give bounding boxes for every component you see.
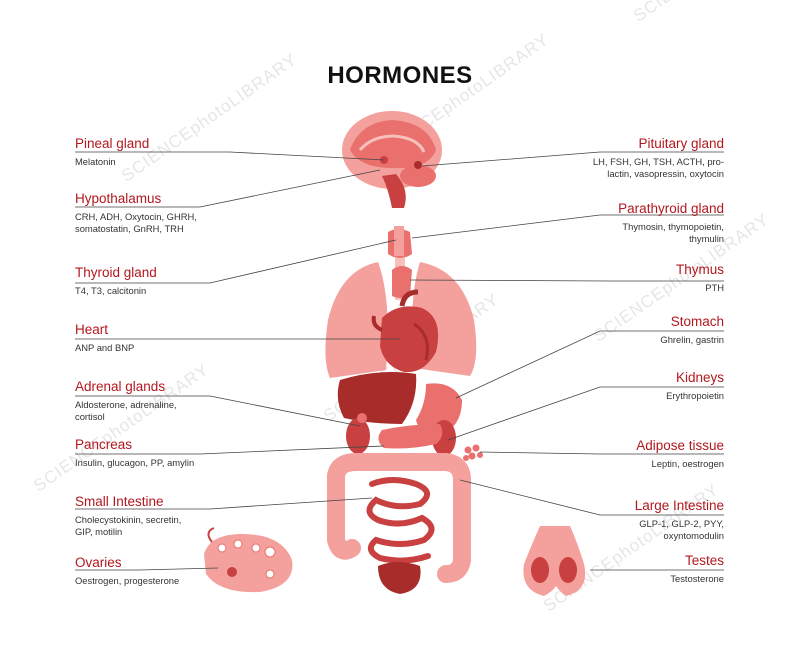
bladder-icon	[378, 562, 421, 594]
hormone-line: lactin, vasopressin, oxytocin	[607, 168, 724, 179]
label-pituitary-gland: Pituitary gland LH, FSH, GH, TSH, ACTH, …	[593, 135, 724, 180]
thymus-name: Thymus	[675, 262, 724, 277]
thyroid-gland-hormones: T4, T3, calcitonin	[75, 285, 157, 297]
hormone-line: oxyntomodulin	[663, 530, 724, 541]
hormone-line: T4, T3, calcitonin	[75, 285, 147, 296]
pancreas-name: Pancreas	[75, 437, 133, 452]
hormone-line: Testosterone	[670, 573, 724, 584]
hormone-line: ANP and BNP	[75, 342, 135, 353]
hormone-line: Insulin, glucagon, PP, amylin	[75, 457, 195, 468]
large-intestine-hormones: GLP-1, GLP-2, PYY, oxyntomodulin	[635, 518, 724, 542]
hormone-line: Ghrelin, gastrin	[660, 334, 724, 345]
large-intestine-icon	[327, 453, 471, 583]
hormone-line: PTH	[705, 282, 724, 293]
hormone-line: GIP, motilin	[75, 526, 123, 537]
hormone-line: Erythropoietin	[666, 390, 724, 401]
hypothalamus-name: Hypothalamus	[75, 191, 162, 206]
heart-icon	[371, 289, 439, 373]
hormone-line: Aldosterone, adrenaline,	[75, 399, 177, 410]
pituitary-gland-hormones: LH, FSH, GH, TSH, ACTH, pro- lactin, vas…	[593, 156, 724, 180]
label-hypothalamus: Hypothalamus CRH, ADH, Oxytocin, GHRH, s…	[75, 190, 197, 235]
adipose-tissue-icon	[463, 444, 483, 461]
adrenal-glands-name: Adrenal glands	[75, 379, 166, 394]
thymus-hormones: PTH	[676, 282, 724, 294]
label-adipose-tissue: Adipose tissue Leptin, oestrogen	[636, 437, 724, 470]
hormone-line: Leptin, oestrogen	[651, 458, 724, 469]
adipose-tissue-hormones: Leptin, oestrogen	[636, 458, 724, 470]
parathyroid-gland-hormones: Thymosin, thymopoietin, thymulin	[618, 221, 724, 245]
pancreas-icon	[378, 424, 443, 449]
pituitary-gland-icon	[414, 161, 422, 169]
hormone-line: CRH, ADH, Oxytocin, GHRH,	[75, 211, 197, 222]
stomach-icon	[416, 383, 462, 436]
hormone-line: LH, FSH, GH, TSH, ACTH, pro-	[592, 156, 724, 167]
hormone-line: Cholecystokinin, secretin,	[75, 514, 182, 525]
small-intestine-name: Small Intestine	[75, 494, 164, 509]
page-title: HORMONES	[327, 62, 473, 89]
label-ovaries: Ovaries Oestrogen, progesterone	[75, 554, 179, 587]
label-heart: Heart ANP and BNP	[75, 321, 134, 354]
hormone-line: GLP-1, GLP-2, PYY,	[639, 518, 724, 529]
label-parathyroid-gland: Parathyroid gland Thymosin, thymopoietin…	[618, 200, 724, 245]
liver-icon	[337, 372, 417, 424]
label-pineal-gland: Pineal gland Melatonin	[75, 135, 149, 168]
thyroid-icon	[388, 226, 412, 258]
stomach-name: Stomach	[670, 314, 724, 329]
label-large-intestine: Large Intestine GLP-1, GLP-2, PYY, oxynt…	[635, 497, 724, 542]
adrenal-gland-icon	[357, 413, 367, 423]
ovaries-name: Ovaries	[75, 555, 122, 570]
thymus-icon	[392, 266, 412, 298]
hormone-line: thymulin	[689, 233, 724, 244]
label-pancreas: Pancreas Insulin, glucagon, PP, amylin	[75, 436, 194, 469]
thyroid-gland-name: Thyroid gland	[75, 265, 157, 280]
parathyroid-gland-name: Parathyroid gland	[618, 201, 724, 216]
small-intestine-icon	[366, 477, 435, 564]
hormone-line: cortisol	[75, 411, 105, 422]
stomach-hormones: Ghrelin, gastrin	[660, 334, 724, 346]
testes-name: Testes	[684, 553, 724, 568]
kidneys-hormones: Erythropoietin	[666, 390, 724, 402]
pituitary-gland-name: Pituitary gland	[638, 136, 724, 151]
testes-hormones: Testosterone	[670, 573, 724, 585]
testes-icon	[523, 526, 586, 596]
hormone-line: Thymosin, thymopoietin,	[622, 221, 724, 232]
pancreas-hormones: Insulin, glucagon, PP, amylin	[75, 457, 194, 469]
hormone-line: Melatonin	[75, 156, 116, 167]
label-kidneys: Kidneys Erythropoietin	[666, 369, 724, 402]
label-thymus: Thymus PTH	[676, 261, 724, 294]
kidneys-name: Kidneys	[675, 370, 724, 385]
label-testes: Testes Testosterone	[670, 552, 724, 585]
heart-name: Heart	[75, 322, 109, 337]
kidney-left-icon	[346, 418, 370, 454]
label-small-intestine: Small Intestine Cholecystokinin, secreti…	[75, 493, 181, 538]
large-intestine-icon	[327, 467, 361, 560]
hormone-line: Oestrogen, progesterone	[75, 575, 180, 586]
leader-lines	[75, 151, 724, 571]
small-intestine-hormones: Cholecystokinin, secretin, GIP, motilin	[75, 514, 181, 538]
label-stomach: Stomach Ghrelin, gastrin	[660, 313, 724, 346]
heart-hormones: ANP and BNP	[75, 342, 134, 354]
adrenal-glands-hormones: Aldosterone, adrenaline, cortisol	[75, 399, 177, 423]
label-adrenal-glands: Adrenal glands Aldosterone, adrenaline, …	[75, 378, 177, 423]
adipose-tissue-name: Adipose tissue	[636, 438, 724, 453]
large-intestine-name: Large Intestine	[634, 498, 724, 513]
pineal-gland-name: Pineal gland	[75, 136, 150, 151]
hypothalamus-hormones: CRH, ADH, Oxytocin, GHRH, somatostatin, …	[75, 211, 197, 235]
pineal-gland-hormones: Melatonin	[75, 156, 149, 168]
label-thyroid-gland: Thyroid gland T4, T3, calcitonin	[75, 264, 157, 297]
brain-icon	[342, 111, 442, 208]
ovary-icon	[204, 527, 293, 593]
ovaries-hormones: Oestrogen, progesterone	[75, 575, 179, 587]
hormone-line: somatostatin, GnRH, TRH	[75, 223, 184, 234]
